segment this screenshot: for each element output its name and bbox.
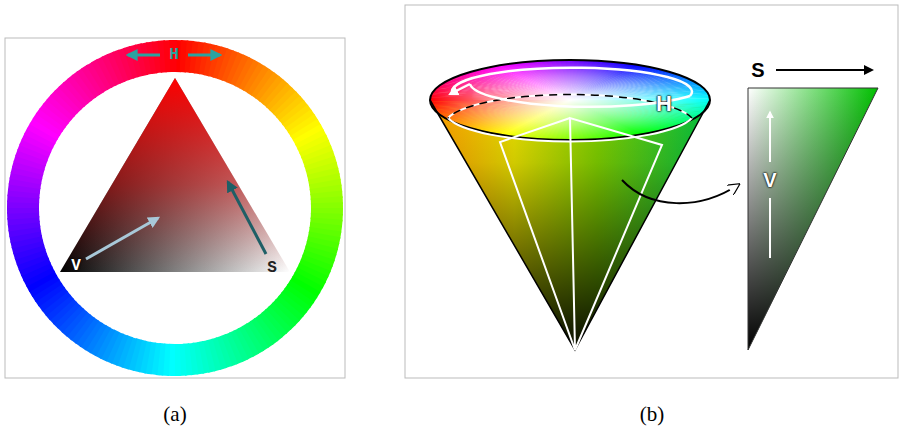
sv-triangle-tint (60, 78, 290, 272)
slice-triangle-view (748, 88, 878, 350)
slice-triangle-outline (748, 88, 878, 350)
sv-triangle (60, 78, 290, 272)
cone-outline (430, 100, 710, 350)
panel-caption: (b) (640, 404, 665, 425)
saturation-arrow (776, 69, 872, 71)
slice-triangle-shade (748, 88, 878, 350)
value-arrow (86, 218, 158, 259)
saturation-label: S (267, 260, 277, 276)
hue-arrow (128, 54, 160, 57)
saturation-label: S (751, 60, 764, 80)
hue-ring (7, 40, 343, 376)
panel-frame (405, 5, 898, 378)
panel-caption: (a) (163, 404, 186, 425)
hue-circle-arrow (452, 68, 692, 96)
cone-shade (430, 100, 710, 350)
value-label: V (763, 170, 776, 190)
saturation-arrow (228, 182, 266, 254)
value-arrow (769, 198, 771, 258)
value-arrow (769, 112, 771, 162)
panel-frame (5, 38, 345, 378)
value-label: V (71, 258, 81, 274)
slice-triangle (570, 118, 662, 350)
hue-label: H (656, 93, 672, 115)
hue-arrow (188, 54, 220, 57)
slice-pointer (622, 180, 738, 203)
cone-body (430, 100, 710, 350)
hue-arrowhead (450, 84, 470, 94)
hue-label: H (169, 47, 179, 63)
slice-triangle (500, 118, 575, 350)
